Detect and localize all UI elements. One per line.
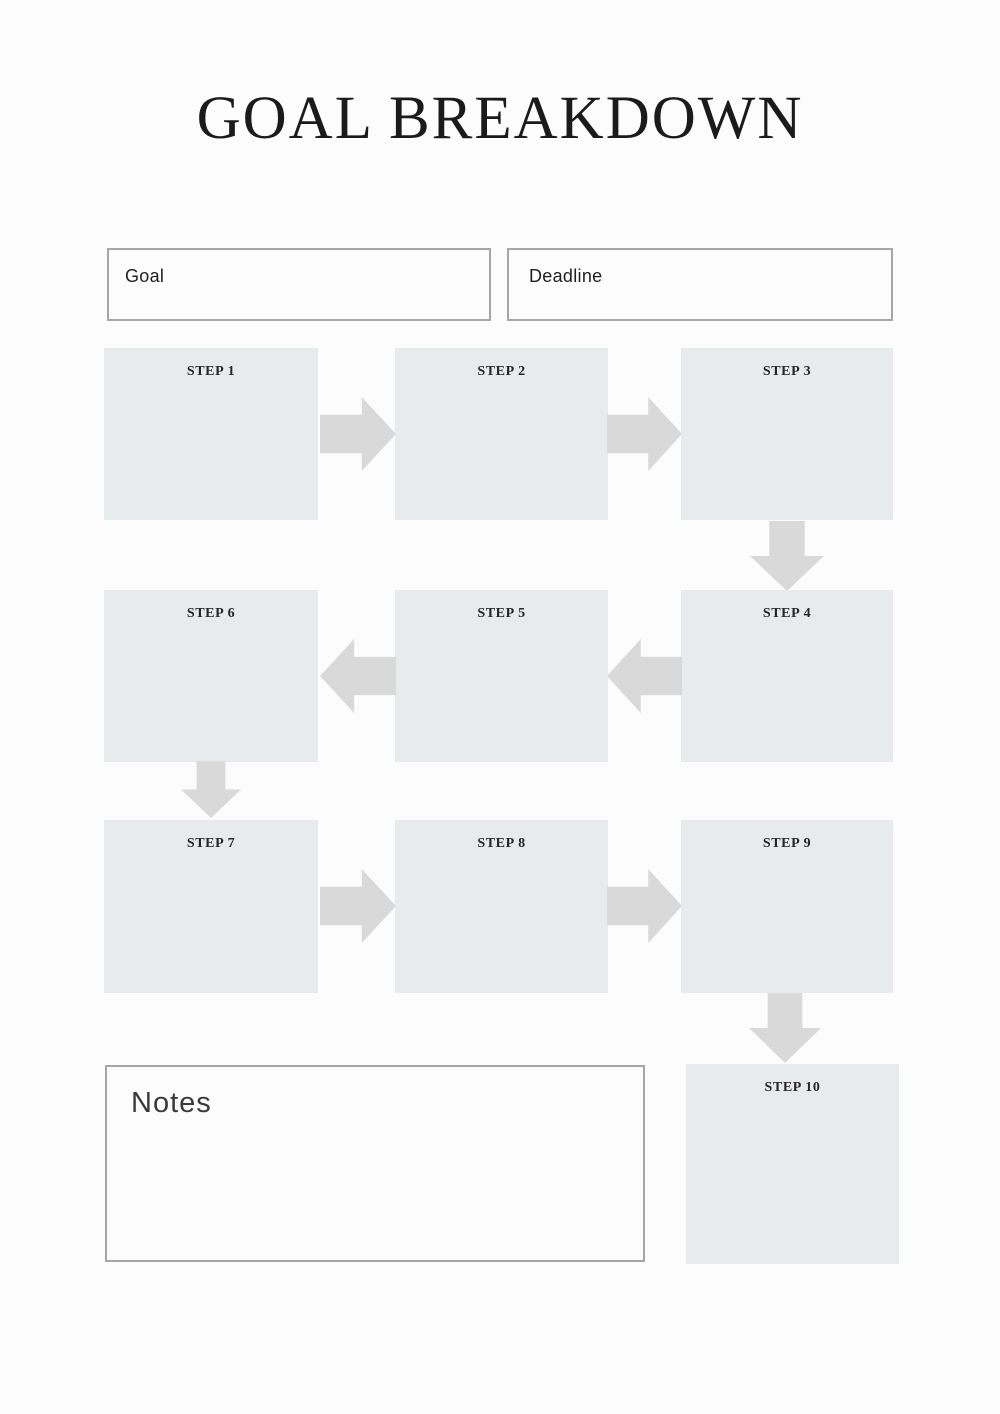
step-box-2[interactable]: STEP 2 — [395, 348, 608, 520]
step-label-6: STEP 6 — [186, 606, 236, 621]
arrow-right-icon — [607, 869, 682, 943]
step-label-9: STEP 9 — [762, 836, 812, 851]
deadline-field-label: Deadline — [529, 266, 603, 286]
arrow-down-icon — [749, 993, 821, 1063]
arrow-left-icon — [607, 639, 682, 713]
step-label-7: STEP 7 — [186, 836, 236, 851]
goal-field-label: Goal — [125, 266, 165, 286]
notes-field[interactable]: Notes — [105, 1065, 645, 1262]
step-box-3[interactable]: STEP 3 — [681, 348, 893, 520]
goal-field[interactable]: Goal — [107, 248, 491, 321]
step-label-2: STEP 2 — [477, 364, 526, 379]
arrow-down-icon — [750, 521, 824, 591]
step-label-8: STEP 8 — [477, 836, 526, 851]
page-title: GOAL BREAKDOWN — [196, 85, 804, 152]
step-box-6[interactable]: STEP 6 — [104, 590, 318, 762]
step-label-5: STEP 5 — [477, 606, 526, 621]
step-label-3: STEP 3 — [762, 364, 812, 379]
step-label-1: STEP 1 — [186, 364, 236, 379]
step-box-7[interactable]: STEP 7 — [104, 820, 318, 993]
step-box-5[interactable]: STEP 5 — [395, 590, 608, 762]
step-label-10: STEP 10 — [764, 1080, 821, 1095]
deadline-field[interactable]: Deadline — [507, 248, 893, 321]
arrow-right-icon — [320, 397, 396, 471]
notes-field-label: Notes — [131, 1087, 212, 1119]
step-box-9[interactable]: STEP 9 — [681, 820, 893, 993]
step-box-10[interactable]: STEP 10 — [686, 1064, 899, 1264]
step-label-4: STEP 4 — [762, 606, 812, 621]
step-box-4[interactable]: STEP 4 — [681, 590, 893, 762]
arrow-down-icon — [181, 761, 241, 818]
arrow-right-icon — [607, 397, 682, 471]
step-box-8[interactable]: STEP 8 — [395, 820, 608, 993]
step-box-1[interactable]: STEP 1 — [104, 348, 318, 520]
arrow-right-icon — [320, 869, 396, 943]
arrow-left-icon — [320, 639, 396, 713]
